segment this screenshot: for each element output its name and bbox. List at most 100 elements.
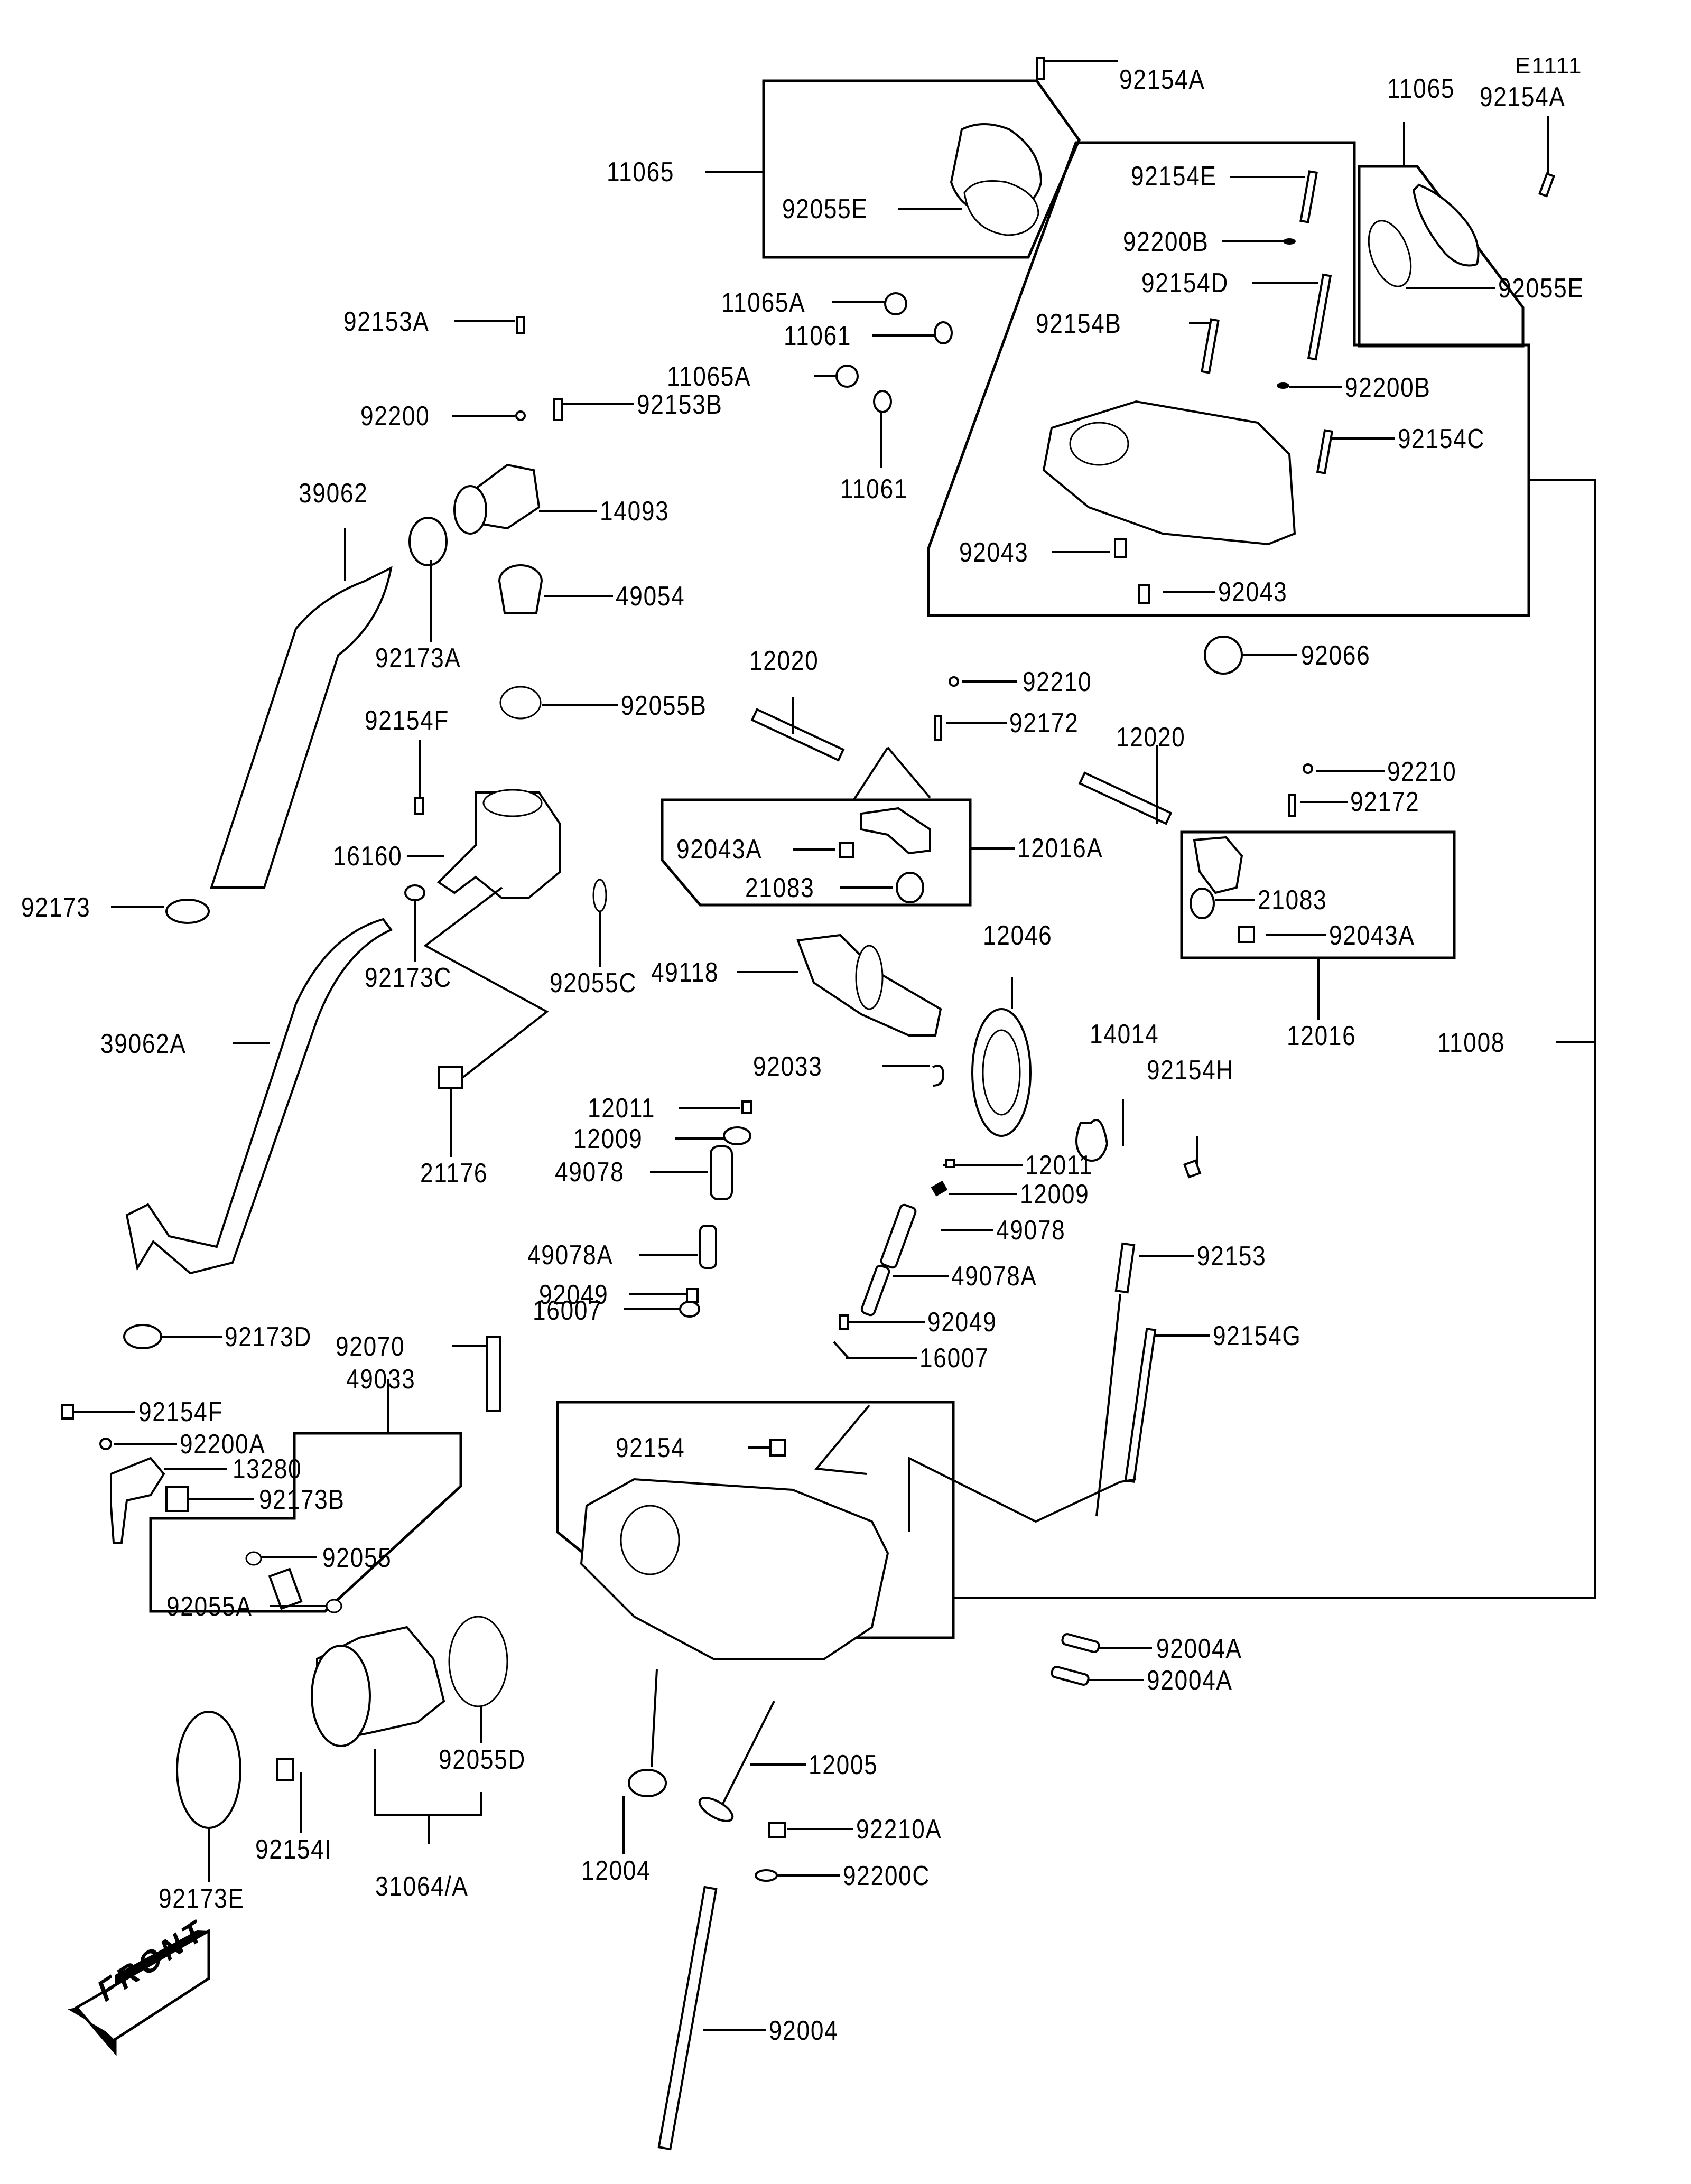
- label-92043-a[interactable]: 92043: [959, 537, 1029, 568]
- label-92200B-mid[interactable]: 92200B: [1345, 372, 1431, 403]
- label-92172-left[interactable]: 92172: [1009, 708, 1079, 739]
- label-49054[interactable]: 49054: [616, 581, 685, 612]
- label-92154C[interactable]: 92154C: [1398, 424, 1485, 454]
- label-92154F-top[interactable]: 92154F: [365, 705, 450, 736]
- label-16160[interactable]: 16160: [333, 841, 403, 872]
- label-12005[interactable]: 12005: [809, 1750, 878, 1780]
- label-92070[interactable]: 92070: [336, 1331, 405, 1362]
- label-12016[interactable]: 12016: [1287, 1021, 1356, 1051]
- part-spring-49078-right: [880, 1203, 917, 1269]
- label-31064A[interactable]: 31064/A: [375, 1871, 469, 1902]
- label-12020-right[interactable]: 12020: [1116, 722, 1186, 753]
- label-39062[interactable]: 39062: [299, 478, 368, 509]
- part-rocker-arm-12016: [1193, 836, 1243, 894]
- leader-21176: [423, 886, 549, 1079]
- label-12004[interactable]: 12004: [581, 1855, 651, 1886]
- label-92172-right[interactable]: 92172: [1350, 787, 1420, 817]
- label-92173A[interactable]: 92173A: [375, 643, 461, 674]
- label-11061-a[interactable]: 11061: [784, 321, 852, 351]
- label-92055C[interactable]: 92055C: [550, 968, 637, 998]
- part-oring-11061-b: [873, 390, 892, 413]
- label-92043-b[interactable]: 92043: [1218, 577, 1288, 608]
- label-14093[interactable]: 14093: [600, 496, 670, 527]
- label-11065-right[interactable]: 11065: [1387, 73, 1455, 104]
- label-92173B[interactable]: 92173B: [259, 1485, 345, 1515]
- label-92173[interactable]: 92173: [21, 892, 91, 923]
- label-92004A-b[interactable]: 92004A: [1147, 1665, 1233, 1696]
- label-92210-left[interactable]: 92210: [1023, 667, 1092, 697]
- label-49118[interactable]: 49118: [651, 957, 719, 988]
- label-21083-left[interactable]: 21083: [745, 873, 815, 903]
- label-12011-left[interactable]: 12011: [588, 1093, 656, 1124]
- label-92004[interactable]: 92004: [769, 2015, 839, 2046]
- label-12011-right[interactable]: 12011: [1025, 1150, 1093, 1181]
- label-49078-right[interactable]: 49078: [996, 1215, 1066, 1246]
- label-92153B[interactable]: 92153B: [637, 389, 723, 420]
- label-49078A-right[interactable]: 49078A: [951, 1261, 1037, 1292]
- part-oring-92055: [245, 1551, 262, 1566]
- label-92200A[interactable]: 92200A: [180, 1429, 266, 1460]
- label-39062A[interactable]: 39062A: [100, 1029, 187, 1059]
- label-92055A[interactable]: 92055A: [166, 1591, 253, 1622]
- label-12009-left[interactable]: 12009: [573, 1124, 643, 1154]
- label-12009-right[interactable]: 12009: [1020, 1179, 1090, 1210]
- label-92055E-left[interactable]: 92055E: [782, 194, 868, 225]
- label-21083-right[interactable]: 21083: [1258, 885, 1327, 916]
- label-92173D[interactable]: 92173D: [225, 1322, 312, 1352]
- label-92173C[interactable]: 92173C: [365, 963, 452, 993]
- label-92154A-right[interactable]: 92154A: [1480, 82, 1566, 113]
- label-92055D[interactable]: 92055D: [439, 1744, 526, 1775]
- label-92043A-left[interactable]: 92043A: [676, 834, 763, 865]
- label-11061-b[interactable]: 11061: [840, 474, 908, 505]
- label-92033[interactable]: 92033: [753, 1051, 823, 1082]
- label-11008[interactable]: 11008: [1437, 1028, 1506, 1058]
- label-92153[interactable]: 92153: [1197, 1241, 1267, 1272]
- label-92154H[interactable]: 92154H: [1147, 1055, 1234, 1086]
- label-12046[interactable]: 12046: [983, 920, 1053, 951]
- label-21176[interactable]: 21176: [420, 1158, 488, 1189]
- part-bolt-92154C: [1316, 429, 1334, 474]
- label-16007-left[interactable]: 16007: [533, 1295, 602, 1326]
- label-92154D[interactable]: 92154D: [1141, 268, 1229, 298]
- part-spring-49078A-left: [699, 1225, 717, 1269]
- label-12016A[interactable]: 12016A: [1017, 833, 1103, 864]
- label-13280[interactable]: 13280: [233, 1454, 302, 1485]
- label-92153A[interactable]: 92153A: [343, 306, 430, 337]
- label-92210A[interactable]: 92210A: [856, 1814, 942, 1845]
- label-92049-right[interactable]: 92049: [927, 1307, 997, 1338]
- label-92154A-top[interactable]: 92154A: [1119, 64, 1205, 95]
- label-49078-left[interactable]: 49078: [555, 1157, 625, 1188]
- label-92210-right[interactable]: 92210: [1387, 757, 1457, 787]
- label-12020-left[interactable]: 12020: [749, 646, 819, 676]
- label-92154G[interactable]: 92154G: [1213, 1321, 1302, 1351]
- part-bolt-92153B: [553, 398, 563, 421]
- label-92154F-bottom[interactable]: 92154F: [138, 1397, 224, 1427]
- label-11065A-a[interactable]: 11065A: [721, 287, 806, 318]
- label-49033[interactable]: 49033: [346, 1364, 416, 1395]
- label-49078A-left[interactable]: 49078A: [527, 1240, 614, 1271]
- label-14014[interactable]: 14014: [1090, 1019, 1159, 1050]
- label-92004A-a[interactable]: 92004A: [1156, 1634, 1242, 1664]
- label-92173E[interactable]: 92173E: [159, 1883, 245, 1914]
- label-92154B[interactable]: 92154B: [1036, 309, 1122, 339]
- part-bolt-92154G: [1124, 1328, 1157, 1483]
- label-92049-left[interactable]: 92049: [539, 1280, 609, 1310]
- label-11065-left[interactable]: 11065: [607, 157, 675, 188]
- part-pin-92043A-right: [1238, 926, 1255, 943]
- label-92154E[interactable]: 92154E: [1131, 161, 1217, 192]
- label-92055[interactable]: 92055: [322, 1543, 392, 1573]
- label-92154[interactable]: 92154: [616, 1433, 685, 1463]
- label-16007-right[interactable]: 16007: [919, 1343, 989, 1374]
- label-92200B-top[interactable]: 92200B: [1123, 227, 1209, 257]
- part-gasket-92055E-right: [1368, 220, 1412, 287]
- label-11065A-b[interactable]: 11065A: [667, 361, 751, 392]
- label-92055E-right[interactable]: 92055E: [1498, 273, 1584, 304]
- label-92154I[interactable]: 92154I: [255, 1834, 332, 1865]
- part-shaft-12020-right: [1078, 771, 1173, 825]
- label-92200[interactable]: 92200: [360, 401, 430, 432]
- label-92055B[interactable]: 92055B: [621, 690, 707, 721]
- label-92066[interactable]: 92066: [1301, 640, 1371, 671]
- label-92043A-right[interactable]: 92043A: [1329, 920, 1415, 951]
- label-92200C[interactable]: 92200C: [843, 1861, 931, 1891]
- group-box-rocker-right: [1180, 830, 1456, 959]
